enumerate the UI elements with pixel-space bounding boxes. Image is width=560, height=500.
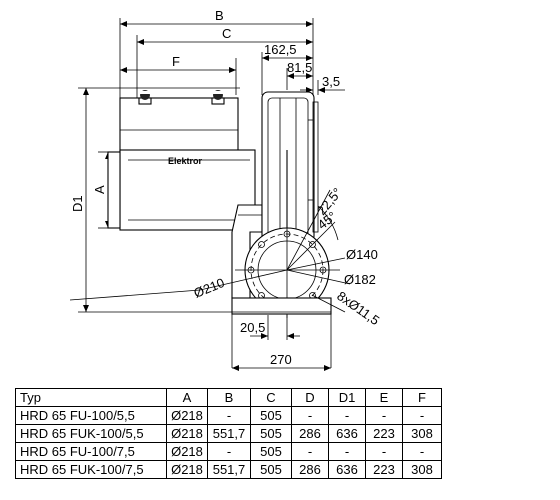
table-cell: 505 [250, 424, 292, 443]
table-row: HRD 65 FUK-100/5,5 Ø218 551,7 505 286 63… [15, 424, 442, 443]
table-row: HRD 65 FUK-100/7,5 Ø218 551,7 505 286 63… [15, 460, 442, 479]
table-cell: - [402, 406, 442, 425]
label-c: C [222, 26, 231, 41]
table-cell: 308 [402, 424, 442, 443]
table-cell: - [328, 406, 366, 425]
header-typ: Typ [15, 388, 167, 407]
header-a: A [166, 388, 208, 407]
table-cell: Ø218 [166, 424, 208, 443]
table-cell: 223 [365, 460, 403, 479]
table-cell: HRD 65 FU-100/5,5 [15, 406, 167, 425]
table-cell: 505 [250, 460, 292, 479]
table-cell: - [328, 442, 366, 461]
table-cell: Ø218 [166, 406, 208, 425]
table-row: HRD 65 FU-100/7,5 Ø218 - 505 - - - - [15, 442, 442, 461]
cable-gland-right [211, 90, 225, 105]
table-header-row: Typ A B C D D1 E F [15, 388, 442, 407]
label-b: B [215, 8, 224, 23]
table-cell: Ø218 [166, 460, 208, 479]
base-plate [231, 297, 332, 315]
table-row: HRD 65 FU-100/5,5 Ø218 - 505 - - - - [15, 406, 442, 425]
label-162-5: 162,5 [264, 42, 297, 57]
label-a: A [92, 185, 107, 194]
table-cell: HRD 65 FUK-100/7,5 [15, 460, 167, 479]
cable-gland-left [138, 90, 152, 105]
leader-lines [69, 189, 351, 313]
header-d1: D1 [328, 388, 366, 407]
table-cell: 308 [402, 460, 442, 479]
table-cell: 551,7 [207, 424, 251, 443]
table-cell: 505 [250, 442, 292, 461]
header-d: D [291, 388, 329, 407]
table-cell: 286 [291, 460, 329, 479]
table-cell: 286 [291, 424, 329, 443]
label-81-5: 81,5 [287, 60, 312, 75]
table-cell: 551,7 [207, 460, 251, 479]
table-cell: - [402, 442, 442, 461]
table-cell: Ø218 [166, 442, 208, 461]
table-cell: - [291, 406, 329, 425]
motor: Elektror [107, 90, 256, 231]
table-cell: - [365, 442, 403, 461]
label-f: F [172, 54, 180, 69]
table-cell: 636 [328, 460, 366, 479]
header-c: C [250, 388, 292, 407]
spec-table: Typ A B C D D1 E F HRD 65 FU-100/5,5 Ø21… [15, 388, 442, 479]
table-cell: - [207, 442, 251, 461]
table-cell: - [291, 442, 329, 461]
table-cell: 223 [365, 424, 403, 443]
label-dia-182: Ø182 [344, 272, 376, 287]
fan-housing [261, 91, 319, 243]
table-cell: 636 [328, 424, 366, 443]
brand-label: Elektror [168, 156, 203, 166]
table-cell: - [365, 406, 403, 425]
table-cell: 505 [250, 406, 292, 425]
table-cell: - [207, 406, 251, 425]
header-f: F [402, 388, 442, 407]
label-dia-140: Ø140 [346, 247, 378, 262]
label-holes: 8xØ11,5 [334, 288, 382, 328]
technical-drawing: Elektror [69, 8, 382, 371]
header-b: B [207, 388, 251, 407]
label-d1: D1 [70, 195, 85, 212]
label-3-5: 3,5 [322, 74, 340, 89]
label-20-5: 20,5 [240, 320, 265, 335]
table-cell: HRD 65 FUK-100/5,5 [15, 424, 167, 443]
label-dia-210: Ø210 [192, 275, 227, 301]
label-270: 270 [270, 352, 292, 367]
table-cell: HRD 65 FU-100/7,5 [15, 442, 167, 461]
header-e: E [365, 388, 403, 407]
